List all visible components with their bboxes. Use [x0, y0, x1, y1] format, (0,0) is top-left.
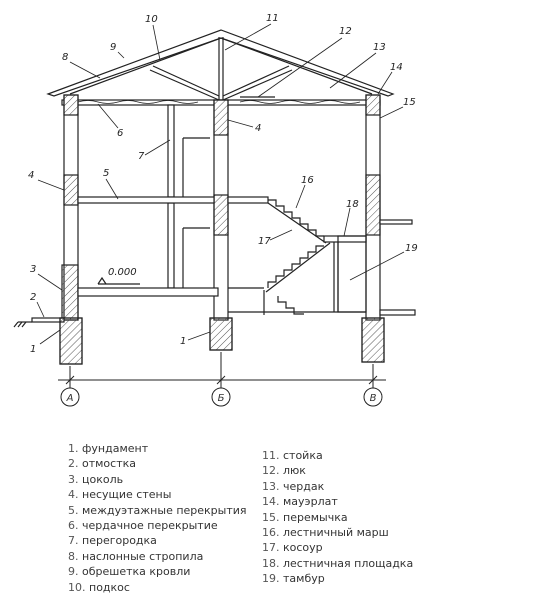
- callout-4-left: 4: [28, 170, 34, 181]
- callout-3: 3: [30, 264, 36, 275]
- callout-14: 14: [390, 62, 403, 73]
- callout-19: 19: [405, 243, 418, 254]
- legend-item: 12. люк: [262, 464, 306, 478]
- legend-item: 14. мауэрлат: [262, 495, 338, 509]
- callout-2: 2: [30, 292, 36, 303]
- legend-item: 11. стойка: [262, 449, 323, 462]
- legend-item: 17. косоур: [262, 541, 323, 555]
- brace-left: [149, 69, 220, 101]
- legend-item: 10. подкос: [68, 580, 130, 594]
- foundation-c: [361, 317, 385, 363]
- rafter-left-inner: [69, 37, 222, 95]
- legend-item: 7. перегородка: [68, 534, 157, 548]
- foundation-a: [59, 317, 83, 365]
- callout-12: 12: [339, 26, 352, 37]
- legend-item: 9. обрешетка кровли: [68, 565, 191, 579]
- porch-canopy: [379, 219, 413, 225]
- legend-item: 16. лестничный марш: [262, 526, 389, 540]
- callout-1-center: 1: [180, 336, 186, 347]
- legend-item: 3. цоколь: [68, 472, 124, 486]
- legend-item: 19. тамбур: [262, 572, 325, 586]
- legend-item: 18. лестничная площадка: [262, 556, 414, 570]
- legend-item: 1. фундамент: [68, 442, 149, 455]
- axis-label-a: А: [66, 393, 74, 404]
- ground-floor-slab: [77, 287, 219, 297]
- blind-area: [31, 317, 65, 323]
- legend-item: 6. чердачное перекрытие: [68, 519, 218, 533]
- callout-5: 5: [103, 168, 109, 179]
- stair-flight-lower: [267, 245, 324, 288]
- partition-upper: [167, 104, 175, 198]
- callout-16: 16: [301, 175, 314, 186]
- legend-left: 1. фундамент 2. отмостка 3. цоколь 4. не…: [68, 441, 247, 595]
- axis-label-c: В: [370, 393, 377, 404]
- callout-1-left: 1: [30, 344, 36, 355]
- legend-item: 13. чердак: [262, 479, 325, 493]
- callout-13: 13: [373, 42, 386, 53]
- axis-marker-b: [211, 387, 231, 407]
- foundation-b: [209, 317, 233, 351]
- stair-landing: [323, 235, 367, 243]
- callout-8: 8: [62, 52, 68, 63]
- callout-10: 10: [145, 14, 158, 25]
- legend-item: 15. перемычка: [262, 510, 348, 524]
- legend-item: 2. отмостка: [68, 457, 137, 471]
- brace-right: [222, 69, 293, 101]
- callout-17: 17: [258, 236, 271, 247]
- axis-marker-c: [363, 387, 383, 407]
- roof-outline: [46, 29, 395, 97]
- callout-7: 7: [138, 151, 145, 162]
- callout-15: 15: [403, 97, 416, 108]
- callout-6: 6: [117, 128, 123, 139]
- stair-flight-upper: [268, 199, 324, 237]
- partition-lower: [167, 202, 175, 289]
- axis-marker-a: [60, 387, 80, 407]
- legend-item: 4. несущие стены: [68, 488, 172, 502]
- callout-11: 11: [266, 13, 279, 24]
- legend-item: 8. наслонные стропила: [68, 549, 204, 563]
- interfloor-slab: [77, 196, 215, 204]
- axis-label-b: Б: [218, 393, 225, 404]
- level-mark-label: 0.000: [108, 267, 137, 278]
- callout-4-center: 4: [255, 123, 261, 134]
- legend-item: 5. междуэтажные перекрытия: [68, 503, 247, 517]
- porch-step: [379, 309, 416, 316]
- callout-9: 9: [110, 42, 116, 53]
- rafter-right-inner: [220, 37, 373, 95]
- callout-18: 18: [346, 199, 359, 210]
- legend-right: 11. стойка 12. люк 13. чердак 14. мауэрл…: [262, 448, 413, 587]
- house-section-drawing: А Б В 1 1 2 3 4 4 5 6 7 8: [13, 13, 418, 407]
